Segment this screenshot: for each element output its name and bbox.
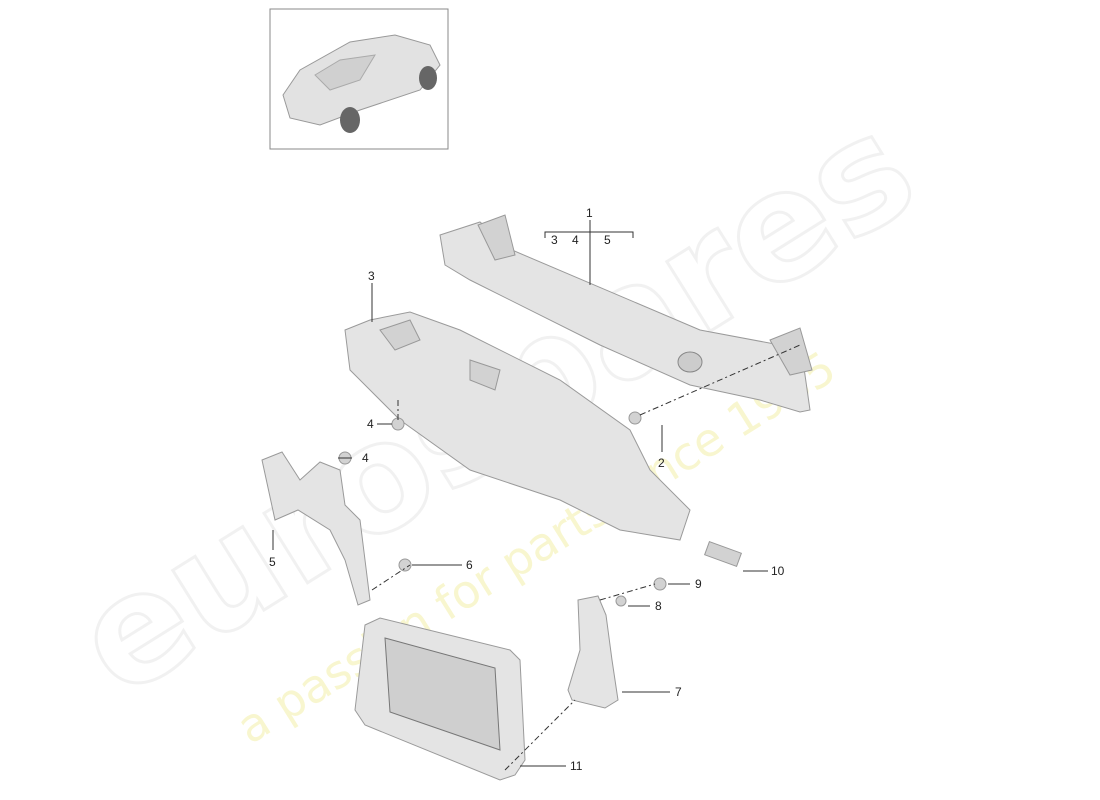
callout-11[interactable]: 11	[570, 759, 583, 773]
part-1-bumper-carrier[interactable]	[439, 214, 813, 413]
car-overview-icon	[282, 34, 441, 133]
part-8-washer[interactable]	[615, 595, 627, 607]
callout-1-sub-5[interactable]: 5	[604, 233, 611, 247]
callout-4b[interactable]: 4	[362, 451, 369, 465]
callout-7[interactable]: 7	[675, 685, 682, 699]
callout-1-sub-4[interactable]: 4	[572, 233, 579, 247]
callout-2[interactable]: 2	[658, 456, 665, 470]
callout-5[interactable]: 5	[269, 555, 276, 569]
car-thumbnail[interactable]	[269, 8, 449, 150]
callout-6[interactable]: 6	[466, 558, 473, 572]
callout-4a[interactable]: 4	[367, 417, 374, 431]
callout-10[interactable]: 10	[771, 564, 785, 578]
callout-3[interactable]: 3	[368, 269, 375, 283]
part-7-bracket[interactable]	[567, 595, 619, 709]
callout-1[interactable]: 1	[586, 206, 593, 220]
part-2-screw[interactable]	[628, 411, 642, 425]
fasteners	[338, 411, 743, 607]
callout-8[interactable]: 8	[655, 599, 662, 613]
part-11-panel[interactable]	[354, 617, 526, 781]
callouts: 1 3 4 5 2 3 4 4 5 6 7 8 9 10 11	[269, 206, 785, 773]
callout-9[interactable]: 9	[695, 577, 702, 591]
part-6-screw[interactable]	[398, 558, 412, 572]
part-3-impact-absorber[interactable]	[344, 311, 691, 541]
part-5-bracket[interactable]	[261, 451, 371, 606]
part-10-clip[interactable]	[703, 540, 743, 568]
callout-1-sub-3[interactable]: 3	[551, 233, 558, 247]
assembly-lines	[371, 344, 801, 771]
part-9-screw[interactable]	[653, 577, 667, 591]
